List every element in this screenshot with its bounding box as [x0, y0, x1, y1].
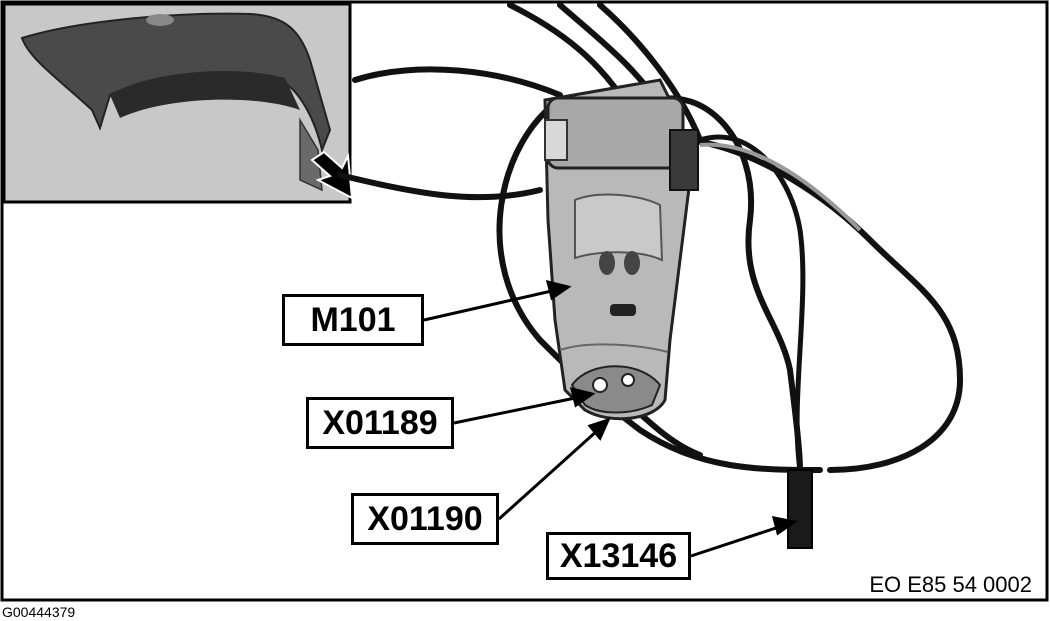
inset-image [2, 2, 354, 204]
callout-x01189: X01189 [306, 397, 454, 449]
connector-x13146 [787, 469, 813, 549]
arrow-head-icon [569, 386, 596, 408]
reference-code: EO E85 54 0002 [869, 572, 1032, 597]
inset-arrow-icon [310, 150, 354, 200]
callout-x13146: X13146 [546, 532, 691, 580]
pump-motor [543, 78, 699, 421]
callout-m101: M101 [282, 294, 424, 346]
grey-wire [699, 142, 862, 232]
arrow-head-icon [771, 516, 798, 536]
callout-x01190: X01190 [351, 493, 499, 545]
image-id: G00444379 [2, 604, 76, 620]
arrow-head-icon [587, 417, 611, 441]
arrow-head-icon [545, 279, 572, 301]
leader-lines [423, 279, 798, 558]
